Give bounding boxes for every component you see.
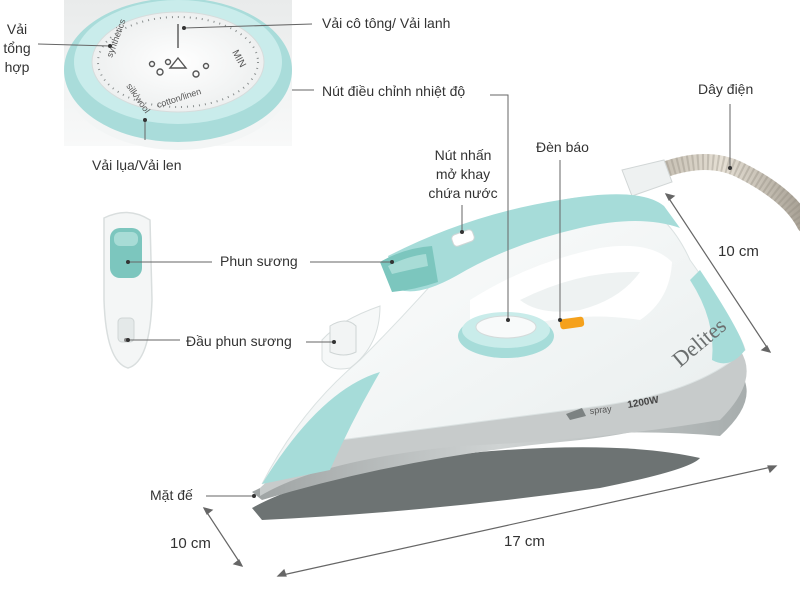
label-depth-dimension: 10 cm bbox=[170, 535, 211, 552]
label-height-dimension: 10 cm bbox=[718, 243, 759, 260]
spray-nozzle-closeup bbox=[103, 211, 153, 369]
label-water-tank-button: Nút nhấn mở khay chứa nước bbox=[416, 146, 510, 203]
soleplate bbox=[252, 372, 747, 500]
power-cord bbox=[621, 154, 800, 232]
label-water-tank-line: Nút nhấn bbox=[434, 147, 492, 163]
label-mixed-fabric-line: Vải bbox=[6, 21, 28, 37]
label-spray-nozzle: Đầu phun sương bbox=[186, 333, 292, 349]
label-spray-button: Phun sương bbox=[220, 253, 298, 269]
label-power-cord: Dây điện bbox=[698, 81, 754, 97]
label-mixed-fabric-line: tổng bbox=[3, 40, 31, 56]
dimension-arrows bbox=[202, 193, 778, 577]
label-length-dimension: 17 cm bbox=[504, 533, 545, 550]
indicator-light bbox=[559, 316, 585, 330]
label-indicator-light: Đèn báo bbox=[536, 139, 589, 155]
spray-mark: spray bbox=[589, 404, 612, 416]
leader-dots bbox=[108, 26, 732, 498]
fabric-icons bbox=[148, 24, 210, 78]
spray-mark-icon bbox=[566, 408, 586, 420]
label-temperature-knob: Nút điều chỉnh nhiệt độ bbox=[322, 83, 466, 99]
label-soleplate: Mặt đế bbox=[150, 487, 193, 503]
label-silk-wool: Vải lụa/Vải len bbox=[92, 157, 182, 173]
label-water-tank-line: chứa nước bbox=[428, 185, 498, 201]
leader-lines bbox=[37, 23, 731, 497]
label-mixed-fabric: Vải tổng hợp bbox=[0, 20, 34, 77]
dial-closeup: MIN synthetics silk/wool cotton/linen bbox=[64, 0, 292, 150]
steam-iron: Delites spray 1200W bbox=[252, 194, 747, 520]
iron-spray-nozzle bbox=[329, 320, 357, 356]
iron-handle bbox=[388, 194, 680, 292]
label-cotton-linen: Vải cô tông/ Vải lanh bbox=[322, 15, 451, 31]
label-water-tank-line: mở khay bbox=[435, 166, 491, 182]
label-mixed-fabric-line: hợp bbox=[4, 59, 30, 75]
temperature-knob[interactable] bbox=[458, 312, 554, 358]
